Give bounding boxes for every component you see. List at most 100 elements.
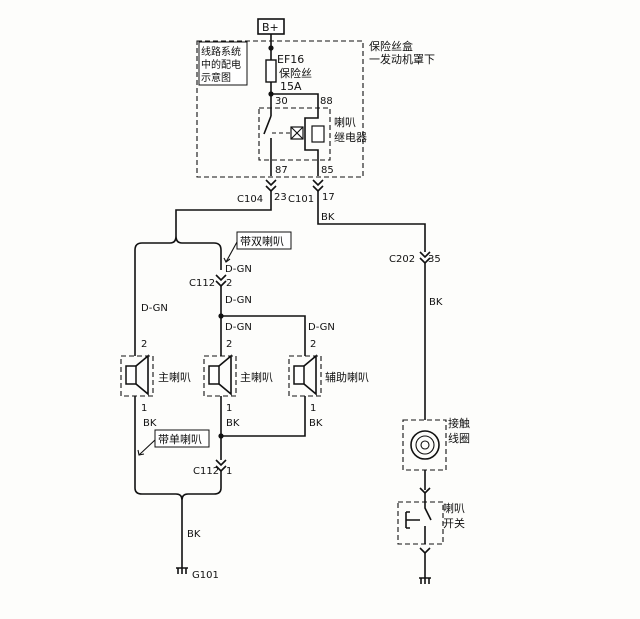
horn-aux-bell [303,354,317,396]
horn-center-pin-1: 1 [226,403,232,414]
dgn-label-2: D-GN [225,295,252,306]
bk-label-4: BK [309,418,323,429]
single-horn-label: 带单喇叭 [158,432,202,446]
relay-resistor-icon [311,125,325,143]
bk-label-ground: BK [187,529,201,540]
dual-horn-junction-bottom [218,433,224,439]
bk-label-5: BK [429,297,443,308]
relay-outline [258,107,331,161]
dual-horn-callout [236,231,292,250]
dgn-label-5: D-GN [141,303,168,314]
horn-left-label: 主喇叭 [158,370,191,384]
c112-bottom-label: C112 [193,466,219,477]
c202-label: C202 [389,254,415,265]
horn-switch-label-2: 开关 [443,516,465,530]
relay-switch-blade [263,115,272,135]
c202-pin: 35 [428,254,441,265]
horn-center-outline [203,355,237,397]
horn-center-pin-2: 2 [226,339,232,350]
relay-coil-loop [304,106,319,160]
c104-connector-icon-2 [265,185,277,193]
horn-left-bell [135,354,149,396]
horn-aux-icon [293,365,305,385]
c112-bottom-connector-icon [215,459,227,467]
horn-switch-contact [424,493,432,544]
g101-ground-icon [176,567,188,574]
fuse-rating: 15A [280,80,302,93]
contact-coil-icon [420,440,430,450]
wire-aux-horn-return [221,404,306,437]
fuse-type: 保险丝 [279,66,312,80]
contact-coil-label-1: 接触 [448,416,470,430]
c202-connector-icon [419,251,431,259]
horn-left-pin-1: 1 [141,403,147,414]
wire-to-aux-horn [221,315,306,345]
fuse-box-outline [196,40,364,178]
bk-label-2: BK [143,418,157,429]
dgn-label-3: D-GN [225,322,252,333]
dgn-label-1: D-GN [225,264,252,275]
wire-87-to-horns [175,191,272,236]
distribution-note-box [198,41,248,86]
c101-connector-icon [312,179,324,187]
bk-label-3: BK [226,418,240,429]
fuse-name: EF16 [277,53,304,66]
fuse-icon [265,59,277,83]
fuse-box-label: 保险丝盒 [369,39,413,53]
pin-85-label: 85 [321,165,334,176]
horn-aux-pin-2: 2 [310,339,316,350]
relay-label-2: 继电器 [334,131,367,144]
wire-85-to-switch [317,191,426,252]
horn-switch-label-1: 喇叭 [443,501,465,515]
c112-bottom-pin: 1 [226,466,232,477]
g101-label: G101 [192,570,219,581]
c112-top-pin: 2 [226,278,232,289]
horn-left-pin-2: 2 [141,339,147,350]
wire-to-pin-88 [271,93,319,106]
ground-brace [134,487,222,501]
bk-label-1: BK [321,212,335,223]
dual-horn-arrow [223,257,231,263]
horn-left-icon [125,365,137,385]
horn-switch-outline [397,501,444,545]
pin-30-label: 30 [275,96,288,107]
contact-coil-label-2: 线圈 [448,431,470,445]
horn-center-label: 主喇叭 [240,370,273,384]
horn-center-bell [218,354,232,396]
pin-87-label: 87 [275,165,288,176]
relay-label-1: 喇叭 [334,115,356,129]
horn-aux-pin-1: 1 [310,403,316,414]
c104-connector-icon [265,179,277,187]
dual-horn-label: 带双喇叭 [240,234,284,248]
c104-label: C104 [237,194,263,205]
contact-coil-outer [410,430,440,460]
c101-pin: 17 [322,192,335,203]
note-line3: 示意图 [201,71,231,84]
horn-switch-icon [405,511,420,529]
single-horn-callout [154,429,210,448]
switch-ground-icon [419,577,431,584]
c101-label: C101 [288,194,314,205]
note-line2: 中的配电 [201,58,241,71]
b-plus-label: B+ [262,21,279,34]
contact-coil-mid [415,435,435,455]
switch-bottom-connector-icon [419,547,431,555]
c101-connector-icon-2 [312,185,324,193]
c112-top-connector-icon-2 [215,280,227,288]
dual-horn-leader [225,241,238,263]
single-horn-leader [138,439,156,456]
c104-pin: 23 [274,192,287,203]
pin-88-label: 88 [320,96,333,107]
c112-top-connector-icon [215,274,227,282]
single-horn-arrow [137,449,145,456]
relay-coil-cross [290,126,304,140]
horn-left-outline [120,355,154,397]
horn-aux-label: 辅助喇叭 [325,370,369,384]
horn-option-brace [134,235,222,251]
c112-top-label: C112 [189,278,215,289]
dgn-label-4: D-GN [308,322,335,333]
horn-center-icon [208,365,220,385]
fuse-box-location: 一发动机罩下 [369,52,435,66]
